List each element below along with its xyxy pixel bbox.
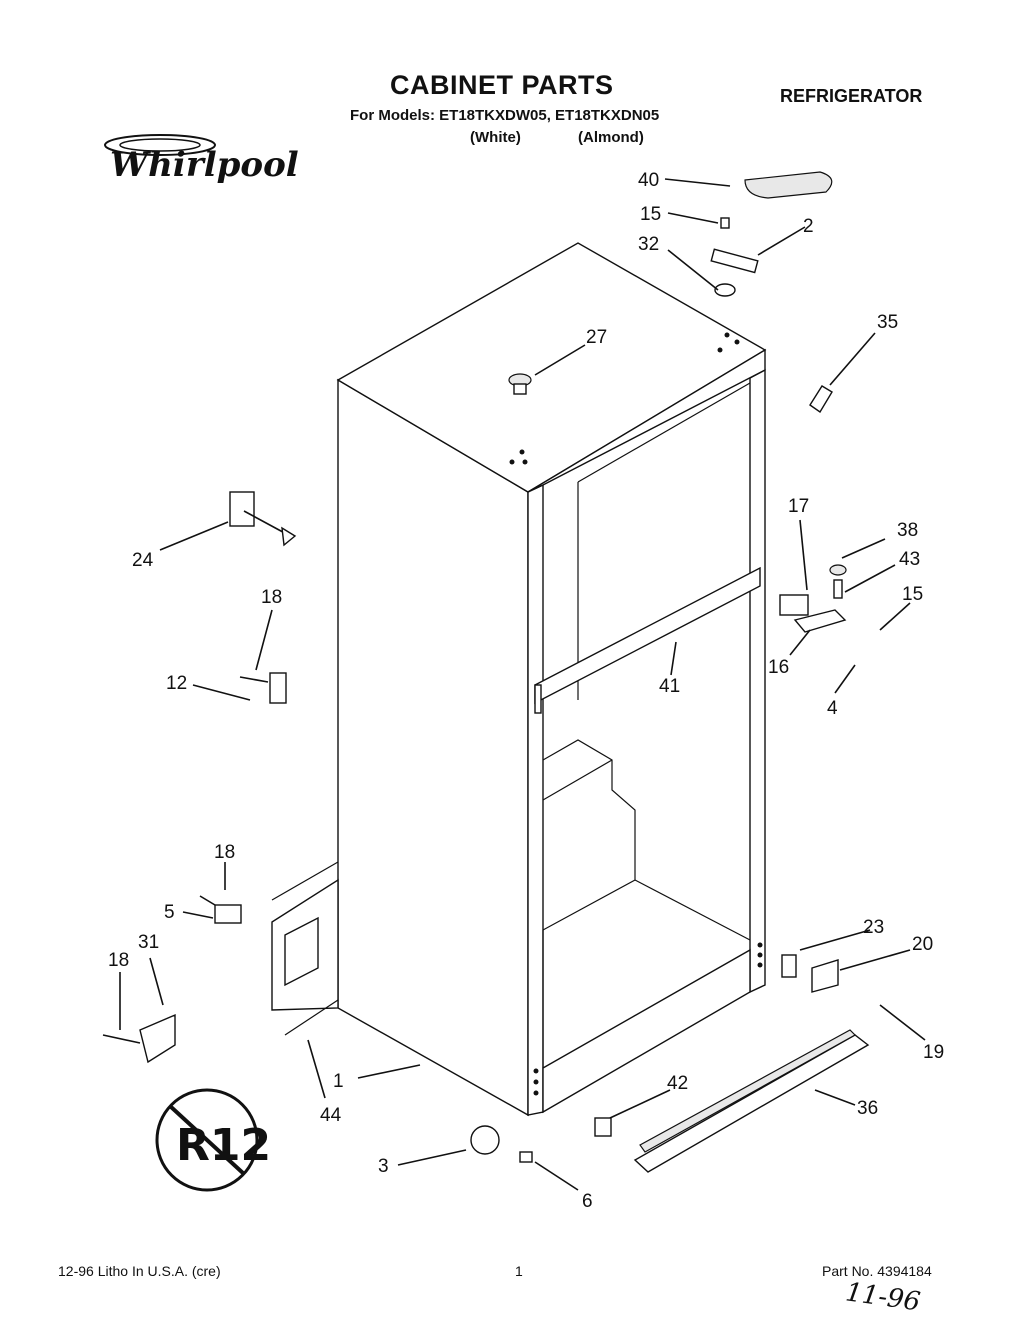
r12-text: R12 [176, 1120, 271, 1171]
callout-35: 35 [877, 312, 898, 333]
part-20-bracket [811, 959, 839, 993]
part-3-leveler [470, 1125, 500, 1155]
color-almond-label: (Almond) [578, 129, 644, 146]
footer-print-info: 12-96 Litho In U.S.A. (cre) [58, 1263, 221, 1279]
callout-44: 44 [320, 1105, 342, 1126]
callout-43: 43 [899, 549, 920, 570]
part-31-cover [102, 1013, 176, 1064]
model-numbers: For Models: ET18TKXDW05, ET18TKXDN05 [350, 107, 660, 124]
part-40-hinge-cover [744, 171, 833, 199]
callout-6: 6 [582, 1191, 593, 1212]
part-16-bottom-hinge [779, 564, 847, 633]
part-35-plug [809, 385, 833, 414]
part-42-clip [594, 1117, 612, 1137]
callout-4: 4 [827, 698, 838, 719]
logo-text: Whirlpool [110, 145, 299, 185]
part-27-plug-button [508, 373, 532, 395]
part-36-grille [633, 1029, 870, 1173]
callout-12: 12 [166, 673, 187, 694]
page-title: CABINET PARTS [390, 70, 614, 100]
part-5-clip [199, 895, 242, 924]
callout-18a: 18 [261, 587, 282, 608]
color-white-label: (White) [470, 129, 521, 146]
appliance-type: REFRIGERATOR [780, 86, 923, 106]
callout-23: 23 [863, 917, 884, 938]
callout-3: 3 [378, 1156, 389, 1177]
callout-15a: 15 [640, 204, 661, 225]
callout-labels: 40 15 2 32 35 27 24 17 38 43 15 18 12 16… [108, 170, 944, 1212]
callout-15b: 15 [902, 584, 923, 605]
callout-5: 5 [164, 902, 175, 923]
callout-16: 16 [768, 657, 789, 678]
part-44-side-panel [271, 861, 339, 1036]
callout-27: 27 [586, 327, 607, 348]
callout-18c: 18 [108, 950, 129, 971]
callout-17: 17 [788, 496, 809, 517]
footer-page-number: 1 [515, 1263, 523, 1279]
footer-part-number: Part No. 4394184 [822, 1263, 932, 1279]
part-6-screw [519, 1151, 533, 1163]
callout-42: 42 [667, 1073, 688, 1094]
callout-31: 31 [138, 932, 159, 953]
callout-38: 38 [897, 520, 918, 541]
part-23-spacer [781, 954, 797, 978]
callout-18b: 18 [214, 842, 235, 863]
callout-41: 41 [659, 676, 680, 697]
leader-lines [119, 178, 926, 1191]
part-2-top-hinge [710, 217, 759, 274]
handwritten-date: 11-96 [844, 1277, 922, 1317]
callout-1: 1 [333, 1071, 344, 1092]
whirlpool-logo: Whirlpool [104, 134, 299, 185]
callout-36: 36 [857, 1098, 878, 1119]
part-32-hinge-shim [714, 283, 736, 297]
cabinet-body [336, 242, 767, 1117]
callout-2: 2 [803, 216, 814, 237]
callout-20: 20 [912, 934, 933, 955]
no-r12-symbol: R12 [155, 1088, 271, 1192]
part-24-handle-pin [229, 491, 297, 547]
callout-24: 24 [132, 550, 154, 571]
callout-32: 32 [638, 234, 659, 255]
callout-19: 19 [923, 1042, 944, 1063]
part-12-bracket [239, 672, 287, 704]
callout-40: 40 [638, 170, 659, 191]
